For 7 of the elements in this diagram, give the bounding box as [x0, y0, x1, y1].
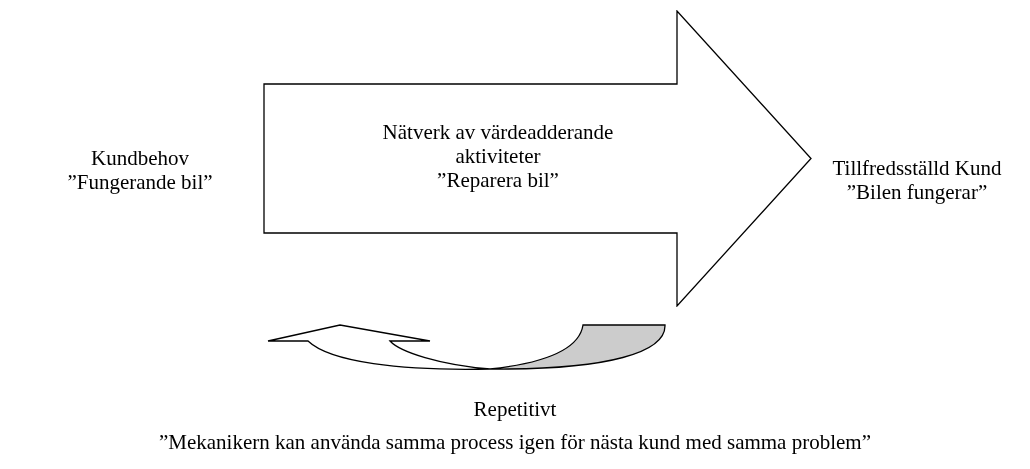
caption-heading: Repetitivt: [472, 397, 558, 421]
node-text: Tillfredsställd Kund ”Bilen fungerar”: [832, 156, 1002, 204]
arrow-text: Nätverk av värdeadderande aktiviteter: [381, 119, 615, 168]
block-arrow: [263, 10, 813, 307]
arrow-text: ”Reparera bil”: [436, 167, 560, 192]
caption-text: ”Mekanikern kan använda samma process igen för nästa kund med samma problem”: [158, 430, 872, 454]
node-text: Kundbehov ”Fungerande bil”: [66, 146, 214, 194]
